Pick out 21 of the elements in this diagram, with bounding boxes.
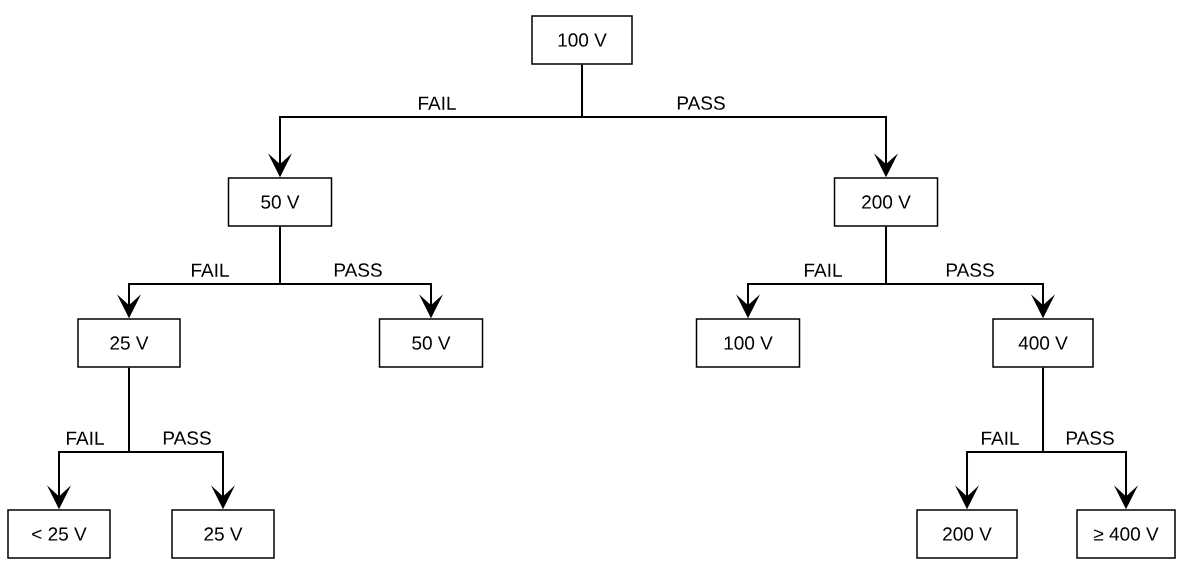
value-box: 200 V [833,177,939,227]
edge-label: PASS [946,263,994,277]
value-box: 100 V [695,318,801,368]
value-box: 50 V [227,177,333,227]
value-box: 50 V [378,318,484,368]
edge-label: FAIL [982,431,1019,445]
edge-label: PASS [163,431,211,445]
edge-label: FAIL [67,431,104,445]
value-box: ≥ 400 V [1076,509,1176,559]
edge-label: FAIL [419,96,456,110]
value-box: < 25 V [7,509,111,559]
edge-label: PASS [677,96,725,110]
edge-label: PASS [1066,431,1114,445]
value-box: 200 V [916,509,1018,559]
value-box: 400 V [992,318,1094,368]
edge-label: PASS [334,263,382,277]
value-box: 25 V [77,318,181,368]
value-box: 25 V [171,509,275,559]
value-box: 100 V [531,15,633,65]
edge-label: FAIL [805,263,842,277]
edge-label: FAIL [192,263,229,277]
